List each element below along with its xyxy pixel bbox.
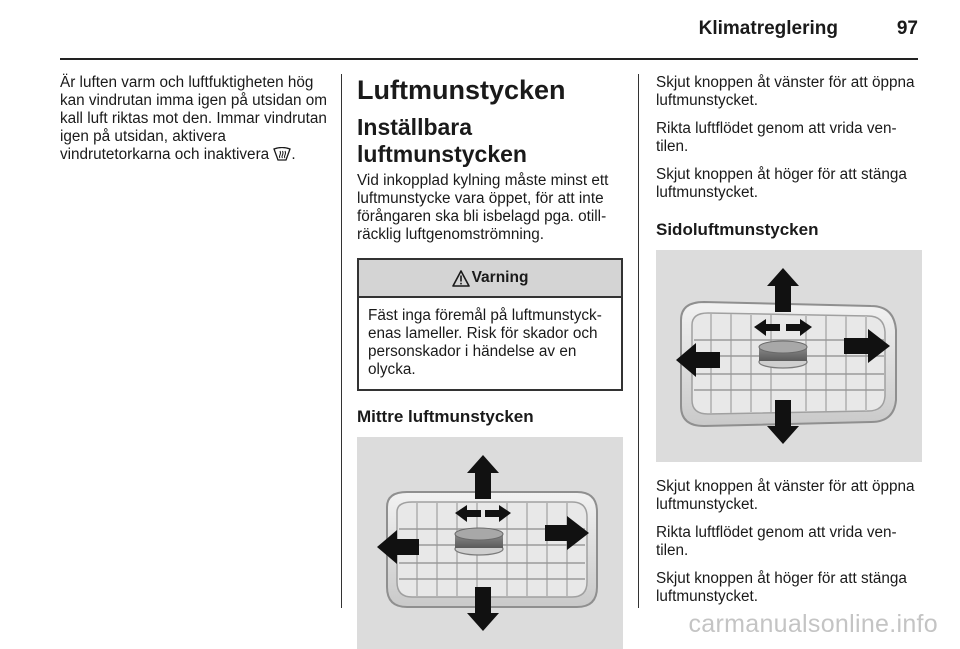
center-direct-instruction: Rikta luftflödet genom att vrida ven­til… xyxy=(656,120,897,155)
center-close-instruction: Skjut knoppen åt höger för att stänga lu… xyxy=(656,166,907,201)
side-direct-instruction: Rikta luftflödet genom att vrida ven­til… xyxy=(656,524,897,559)
warning-text: Fäst inga föremål på luftmunstyck­enas l… xyxy=(368,307,602,378)
cooling-intro-paragraph: Vid inkopplad kylning måste minst ett lu… xyxy=(357,172,609,243)
warning-title: Varning xyxy=(471,269,529,286)
side-vents-heading: Sidoluftmunstycken xyxy=(656,220,819,239)
page-number: 97 xyxy=(896,18,918,39)
warning-triangle-icon xyxy=(451,269,470,287)
subsection-heading: Inställbara luftmunstycken xyxy=(357,114,527,167)
column-2: Luftmunstycken Inställbara luftmunstycke… xyxy=(357,74,623,649)
watermark: carmanualsonline.info xyxy=(688,610,938,638)
side-open-instruction: Skjut knoppen åt vänster för att öppna l… xyxy=(656,478,915,513)
warning-body: Fäst inga föremål på luftmunstyck­enas l… xyxy=(359,298,621,389)
side-close-instruction: Skjut knoppen åt höger för att stänga lu… xyxy=(656,570,907,605)
column-3: Skjut knoppen åt vänster för att öppna l… xyxy=(656,74,922,616)
warning-header: Varning xyxy=(359,260,621,298)
chapter-title: Klimatreglering xyxy=(698,18,838,39)
side-vent-illustration xyxy=(656,250,922,462)
center-vent-illustration xyxy=(357,437,623,649)
column-divider-2 xyxy=(638,74,639,608)
condensation-paragraph: Är luften varm och luftfuktigheten hög k… xyxy=(60,74,332,166)
column-1: Är luften varm och luftfuktigheten hög k… xyxy=(60,74,332,176)
section-heading: Luftmunstycken xyxy=(357,75,566,105)
windshield-defrost-icon xyxy=(273,146,292,166)
column-divider-1 xyxy=(341,74,342,608)
header-rule xyxy=(60,58,918,60)
warning-box: Varning Fäst inga föremål på luftmunstyc… xyxy=(357,258,623,391)
page-header: Klimatreglering 97 xyxy=(0,0,960,60)
center-vents-heading: Mittre luftmunstycken xyxy=(357,407,534,426)
center-open-instruction: Skjut knoppen åt vänster för att öppna l… xyxy=(656,74,915,109)
